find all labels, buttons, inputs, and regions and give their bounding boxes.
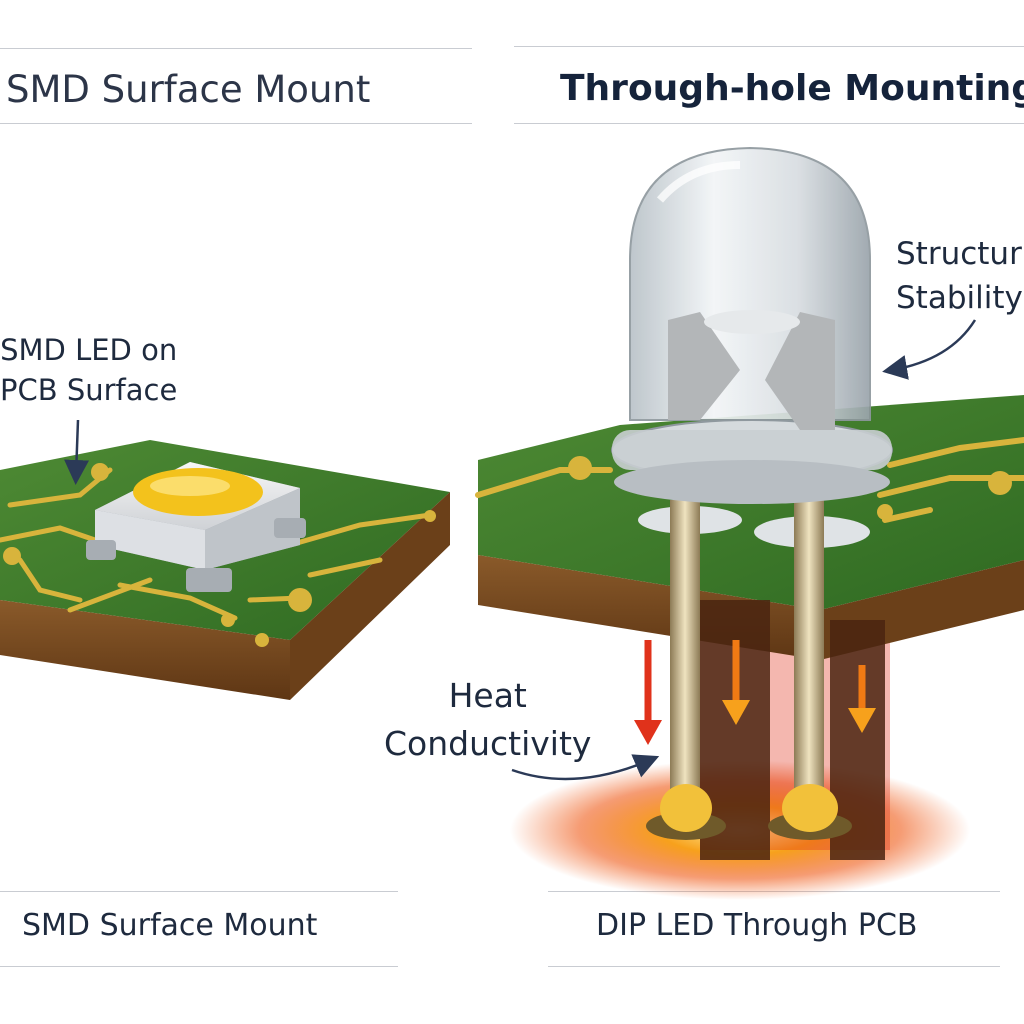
smd-callout-line2: PCB Surface (0, 373, 178, 407)
divider-caption-left-bottom (0, 966, 398, 967)
divider-caption-right-bottom (548, 966, 1000, 967)
divider-title-right-bottom (514, 123, 1024, 124)
dip-led-leads (638, 500, 870, 840)
divider-caption-left-top (0, 891, 398, 892)
smd-led-chip (86, 462, 306, 592)
right-panel-caption: DIP LED Through PCB (596, 908, 918, 943)
smd-callout-line1: SMD LED on (0, 333, 178, 367)
divider-top-left (0, 48, 472, 49)
heat-callout-line1: Heat (448, 676, 527, 715)
smd-pcb-pads (3, 463, 436, 647)
heat-callout-label: Heat Conductivity (384, 672, 591, 768)
dip-pcb-pads (568, 456, 1012, 520)
heat-callout-line2: Conductivity (384, 724, 592, 763)
divider-title-left-bottom (0, 123, 472, 124)
smd-callout-label: SMD LED on PCB Surface (0, 330, 177, 410)
divider-top-right (514, 46, 1024, 47)
structure-callout-line2: Stability (896, 280, 1023, 316)
structure-callout-label: Structur Stability (896, 232, 1023, 320)
heat-callout-arrow (511, 754, 660, 781)
smd-callout-arrow (64, 419, 90, 485)
right-panel-title: Through-hole Mounting (560, 68, 1024, 109)
dip-led-dome (611, 146, 893, 504)
structure-callout-line1: Structur (896, 236, 1022, 272)
smd-pcb-board (0, 440, 450, 700)
smd-pcb-traces (0, 467, 433, 621)
heat-flow-arrows (634, 640, 876, 745)
left-panel-caption: SMD Surface Mount (22, 908, 318, 943)
structure-callout-arrow (882, 319, 977, 380)
left-panel-title: SMD Surface Mount (6, 68, 371, 111)
